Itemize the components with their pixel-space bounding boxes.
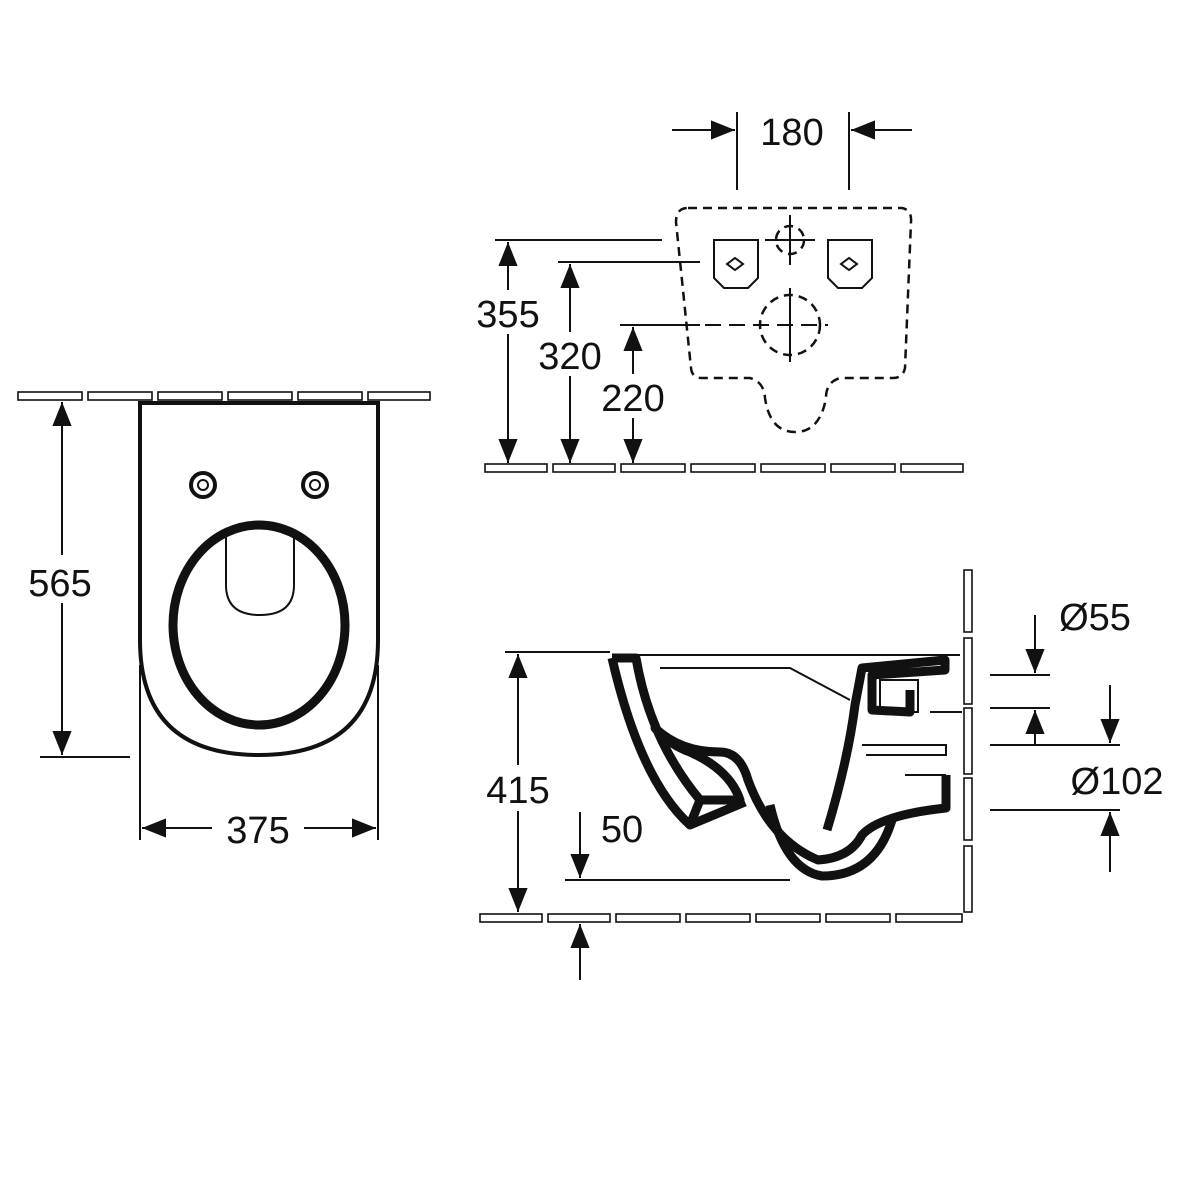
bowl-outer	[607, 656, 747, 830]
bowl-opening	[225, 532, 295, 617]
bowl-profile	[612, 653, 951, 865]
dimension-565: 565	[20, 402, 130, 758]
dimension-inlet-diameter: Ø55	[990, 597, 1131, 745]
outlet-pipe	[879, 679, 962, 776]
dimension-220: 220	[594, 324, 700, 463]
dimension-50: 50	[565, 809, 790, 980]
inlet-diameter-label: Ø55	[1059, 597, 1131, 639]
wall-strip-vertical	[963, 569, 973, 913]
back-view: 180 355 320 220	[470, 112, 964, 473]
dimension-415: 415	[478, 651, 610, 912]
dimension-355: 355	[470, 239, 662, 463]
outlet-marker	[705, 288, 828, 362]
inlet-marker	[765, 215, 815, 265]
bowl-outline	[138, 401, 380, 758]
siphon	[822, 655, 950, 832]
dimension-outlet-diameter: Ø102	[990, 685, 1172, 872]
rim-line	[612, 654, 960, 756]
height-320-label: 320	[538, 336, 601, 378]
hinge-holes	[189, 471, 329, 499]
depth-label: 565	[28, 563, 91, 605]
outlet-diameter-label: Ø102	[1071, 761, 1164, 803]
mounting-outline	[674, 206, 913, 434]
height-label: 415	[486, 770, 549, 812]
floor-strip	[479, 913, 963, 923]
dimension-180: 180	[672, 112, 912, 190]
dimension-375: 375	[139, 665, 379, 852]
dimension-320: 320	[532, 261, 700, 463]
seat-ring	[168, 520, 350, 730]
top-view: 565 375	[17, 391, 431, 852]
trap-outer	[765, 803, 897, 881]
wall-strip	[17, 391, 431, 401]
width-label: 375	[226, 810, 289, 852]
offset-label: 50	[601, 809, 643, 851]
side-view: 415 50 Ø55 Ø102	[478, 569, 1172, 980]
height-220-label: 220	[601, 378, 664, 420]
fixing-spacing-label: 180	[760, 112, 823, 154]
floor-strip	[484, 463, 964, 473]
height-355-label: 355	[476, 294, 539, 336]
fixing-brackets	[713, 239, 873, 289]
